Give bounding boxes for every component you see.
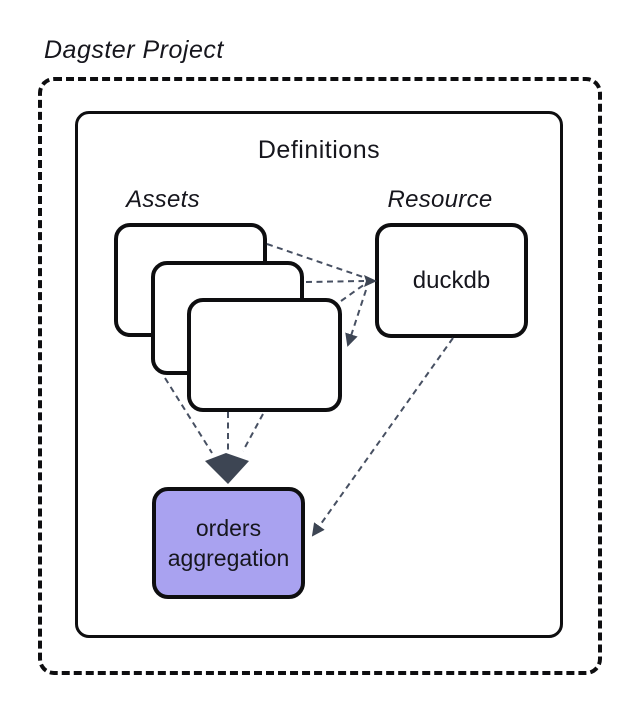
asset-card — [187, 298, 342, 412]
assets-group-label: Assets — [126, 186, 200, 213]
definitions-box: Definitions Assets Resource duckdb order… — [75, 111, 563, 638]
resource-node-duckdb: duckdb — [375, 223, 528, 338]
resource-node-label: duckdb — [412, 266, 491, 294]
resource-group-label: Resource — [387, 186, 493, 213]
diagram-title: Dagster Project — [44, 36, 224, 64]
dagster-project-boundary: Definitions Assets Resource duckdb order… — [38, 77, 602, 675]
definitions-label: Definitions — [257, 136, 381, 164]
asset-node-orders-aggregation: orders aggregation — [152, 487, 305, 599]
asset-node-label: orders aggregation — [167, 514, 290, 571]
